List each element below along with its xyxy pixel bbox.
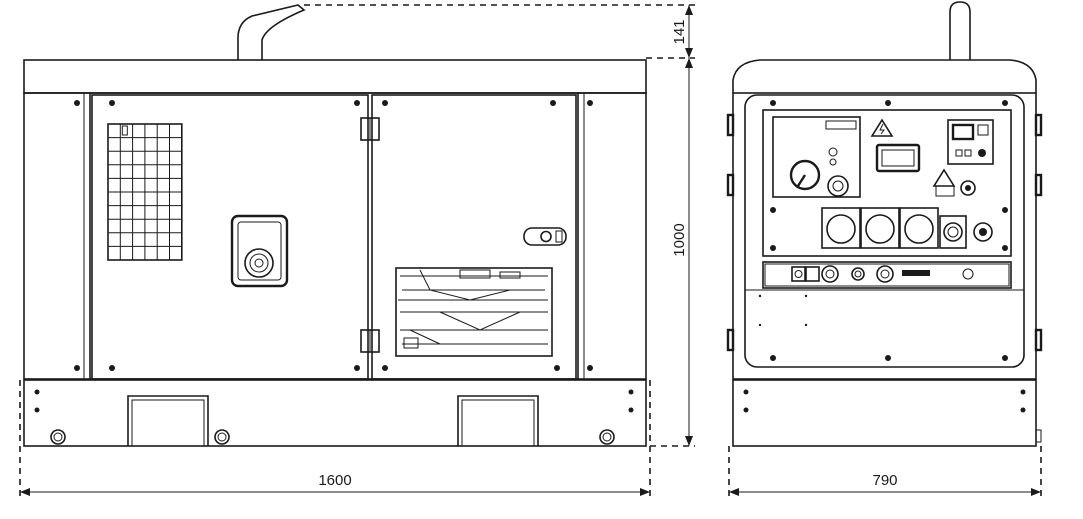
- door-hinge-bottom: [360, 329, 380, 353]
- emergency-stop-button: [960, 180, 976, 196]
- screws-front: [34, 100, 634, 413]
- forklift-pocket-left: [127, 395, 209, 446]
- dimension-label-141: 141: [671, 19, 688, 44]
- digital-control-unit: [947, 119, 994, 165]
- door-hinge-top: [360, 117, 380, 141]
- side-base: [732, 379, 1037, 447]
- exhaust-pipe: [237, 4, 306, 60]
- left-door: [91, 94, 369, 380]
- dimension-width-front: 1600: [19, 380, 651, 497]
- screws-side: [743, 100, 1026, 413]
- base-frame: [23, 379, 647, 447]
- side-view: 790: [726, 1, 1043, 497]
- lifting-holes: [50, 429, 615, 445]
- warning-sign-small: [932, 168, 956, 197]
- warning-sign-electric: [870, 118, 894, 137]
- power-sockets: [821, 207, 993, 249]
- side-body: [732, 92, 1037, 380]
- dimension-label-1600: 1600: [318, 472, 351, 489]
- control-panel: [762, 109, 1012, 257]
- terminal-strip: [762, 261, 1012, 289]
- dimension-label-790: 790: [872, 472, 897, 489]
- welding-terminals: [762, 261, 1012, 289]
- dimension-heights: 141 1000: [304, 4, 695, 447]
- dimension-width-side: 790: [728, 446, 1042, 497]
- side-inner-frame: [744, 94, 1025, 368]
- roof-panel: [23, 59, 647, 94]
- fuel-cap-window: [230, 214, 289, 288]
- forklift-pocket-right: [457, 395, 539, 446]
- door-lock: [523, 227, 567, 246]
- side-exhaust-pipe: [949, 1, 971, 60]
- ventilation-grille: [107, 123, 183, 261]
- front-view: 1600 141 1000: [19, 4, 695, 497]
- side-roof: [732, 59, 1037, 93]
- welding-regulator: [772, 116, 861, 198]
- dimension-label-1000: 1000: [671, 223, 688, 256]
- engine-view: [395, 267, 553, 357]
- right-door: [371, 94, 577, 380]
- fuel-display: [875, 143, 921, 173]
